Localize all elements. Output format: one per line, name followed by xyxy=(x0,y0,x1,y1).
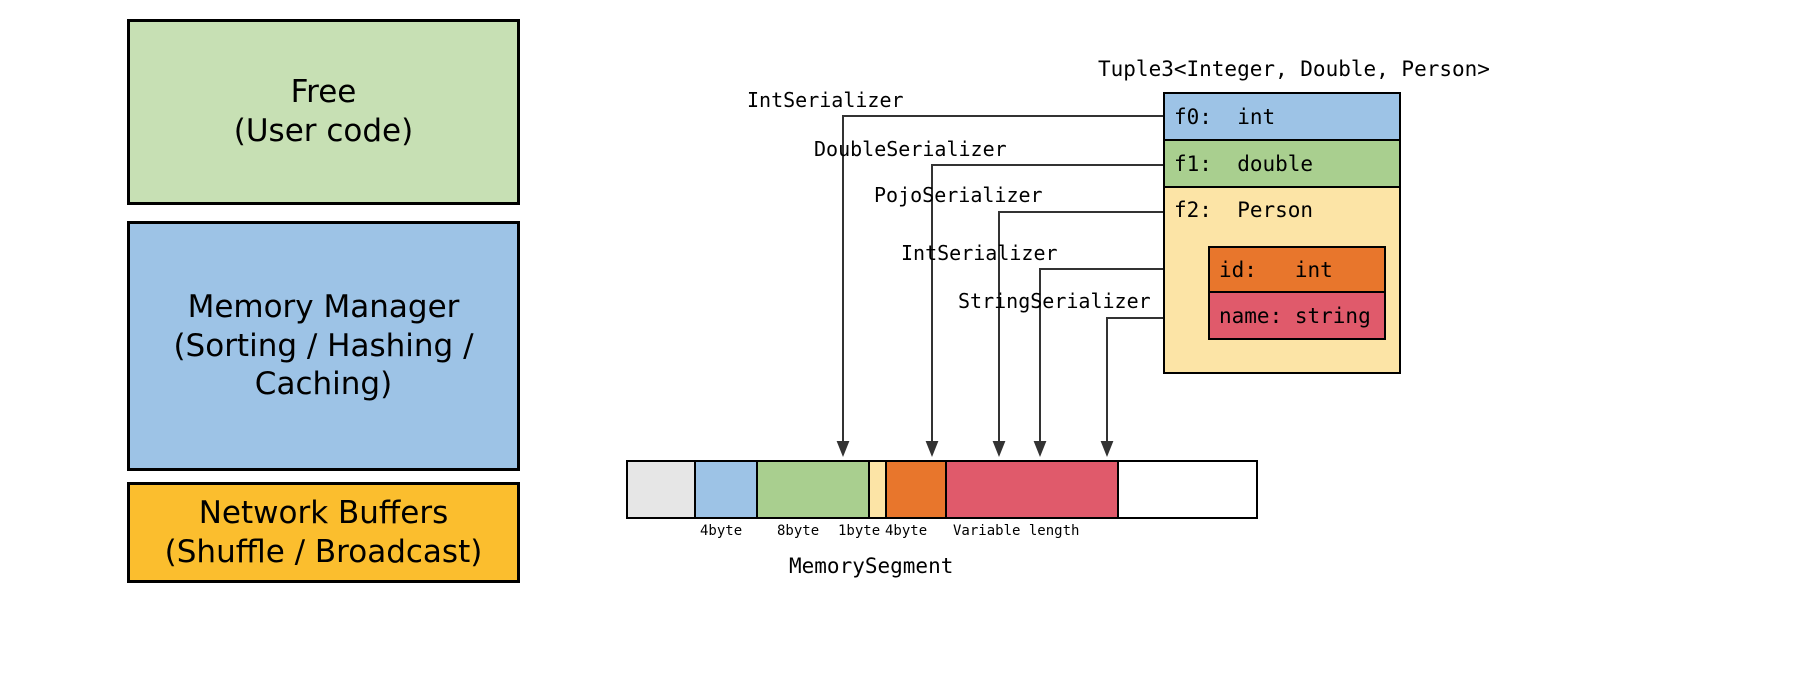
byte-label-f0: 4byte xyxy=(700,523,743,539)
connector-f0 xyxy=(836,115,1163,457)
tuple-field-f2: f2: Person xyxy=(1165,188,1399,232)
memory-block-network-buffers: Network Buffers (Shuffle / Broadcast) xyxy=(127,482,520,583)
memory-block-free: Free (User code) xyxy=(127,19,520,205)
memory-segment-name xyxy=(947,462,1119,517)
person-box: id: int name: string xyxy=(1208,246,1386,340)
tuple3-title: Tuple3<Integer, Double, Person> xyxy=(1098,57,1490,81)
memory-block-memory-manager: Memory Manager (Sorting / Hashing / Cach… xyxy=(127,221,520,471)
label-pojo-serializer-f2: PojoSerializer xyxy=(874,183,1043,207)
byte-label-f1: 8byte xyxy=(777,523,820,539)
label-string-serializer-name: StringSerializer xyxy=(958,289,1151,313)
memory-segment-pojo xyxy=(870,462,887,517)
memory-segment-free xyxy=(1119,462,1256,517)
tuple3-box: f0: int f1: double f2: Person id: int na… xyxy=(1163,92,1401,374)
label-double-serializer-f1: DoubleSerializer xyxy=(814,137,1007,161)
label-int-serializer-f0: IntSerializer xyxy=(747,88,904,112)
tuple-field-f0: f0: int xyxy=(1165,94,1399,141)
byte-label-id: 4byte xyxy=(885,523,928,539)
byte-label-pojo: 1byte xyxy=(838,523,881,539)
memory-segment-header xyxy=(628,462,696,517)
memory-segment-bar xyxy=(626,460,1258,519)
tuple-field-f1: f1: double xyxy=(1165,141,1399,188)
memory-segment-f0 xyxy=(696,462,758,517)
person-field-id: id: int xyxy=(1210,248,1384,293)
memory-segment-f1 xyxy=(758,462,870,517)
label-int-serializer-id: IntSerializer xyxy=(901,241,1058,265)
person-field-name: name: string xyxy=(1210,293,1384,338)
byte-label-name: Variable length xyxy=(953,523,1080,539)
memory-segment-caption: MemorySegment xyxy=(789,554,954,578)
memory-segment-id xyxy=(887,462,947,517)
